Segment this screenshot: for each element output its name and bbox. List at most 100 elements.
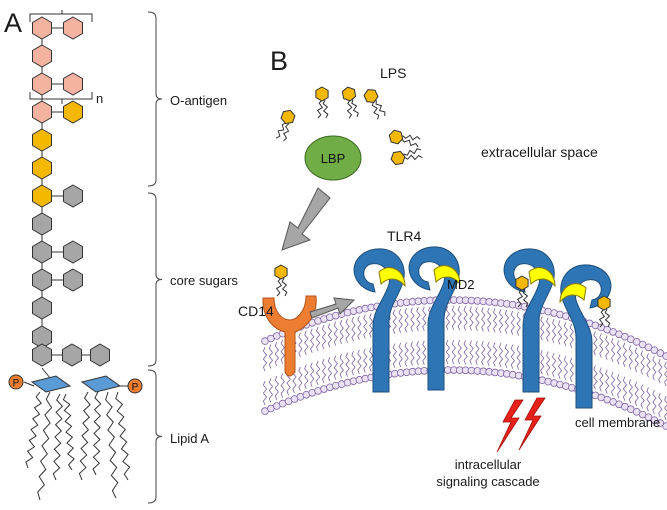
lps-headgroup xyxy=(274,264,288,280)
lps-molecule xyxy=(341,86,359,119)
lipid-tail xyxy=(321,358,327,384)
lipid-tail xyxy=(481,307,486,332)
lipid-tail xyxy=(510,344,515,369)
lipid-a-sugar-right xyxy=(80,375,122,393)
transfer-arrow xyxy=(281,187,331,251)
lipid-tail xyxy=(634,381,639,406)
lps-tail xyxy=(403,154,423,161)
signal-lightning xyxy=(496,399,524,453)
lipid-tail xyxy=(540,316,545,341)
sugar-hexagon xyxy=(63,100,83,124)
lipid-tail xyxy=(327,323,333,348)
sugar-hexagon xyxy=(63,16,83,40)
lipid-head xyxy=(662,352,667,360)
lipid-head xyxy=(662,422,667,430)
sugar-hexagon xyxy=(32,72,52,96)
lipid-tail xyxy=(599,367,604,392)
lipid-tail xyxy=(280,339,285,364)
lps-tail xyxy=(598,308,606,328)
lipid-tail xyxy=(404,342,409,367)
region-brace xyxy=(147,11,163,187)
region-brace xyxy=(147,369,163,504)
lipid-tail xyxy=(262,346,268,372)
panel-a-letter: A xyxy=(4,8,22,38)
lps-molecule xyxy=(363,89,386,120)
lipid-tail xyxy=(333,355,338,380)
lipid-tail xyxy=(404,308,409,333)
lipid-tail xyxy=(315,326,321,352)
lipid-tail xyxy=(298,366,303,392)
lipid-tail xyxy=(363,314,368,339)
lps-molecule xyxy=(275,109,296,142)
lps-molecule xyxy=(390,148,423,166)
tlr4-chain xyxy=(353,248,405,393)
lipid-tail xyxy=(357,349,362,375)
lipid-tail xyxy=(610,337,616,363)
lipid-tail xyxy=(516,311,521,336)
lipid-tail xyxy=(310,328,315,353)
lipid-tail xyxy=(569,323,574,348)
sugar-hexagon xyxy=(32,268,52,292)
lipid-tail xyxy=(622,376,628,401)
lipid-tail xyxy=(664,395,667,421)
lps-tail xyxy=(275,122,287,139)
lps-tail xyxy=(316,99,324,119)
lipid-tail xyxy=(557,354,563,379)
region-label-lipid-a: Lipid A xyxy=(170,431,209,446)
lipid-a-sugar-left xyxy=(30,375,72,393)
lipid-tail xyxy=(658,358,663,384)
lps-tail xyxy=(402,134,421,141)
lipid-tail xyxy=(475,306,480,332)
sugar-hexagon xyxy=(32,128,52,152)
lps-sugar-chain xyxy=(29,10,110,367)
phosphate-right xyxy=(127,378,143,394)
signal-lightning xyxy=(518,397,546,451)
lipid-tail xyxy=(504,309,510,335)
lipid-tail xyxy=(274,375,279,401)
lipid-tail xyxy=(605,335,610,360)
lipid-tail xyxy=(487,307,492,332)
lbp-protein xyxy=(304,135,362,181)
cell-membrane-bilayer xyxy=(261,296,667,430)
lipid-tail xyxy=(416,341,421,366)
lipid-tail xyxy=(268,344,274,369)
lipid-tail xyxy=(557,320,563,345)
lipid-tail xyxy=(540,350,545,375)
phosphate-bond xyxy=(23,381,35,387)
lipid-tail xyxy=(398,342,403,368)
lipid-head xyxy=(650,346,659,354)
acyl-chain xyxy=(52,393,64,481)
lipid-tail xyxy=(658,392,663,418)
sugar-hexagon xyxy=(32,156,52,180)
sugar-hexagon xyxy=(62,343,82,367)
lipid-tail xyxy=(463,340,468,365)
lipid-tail xyxy=(392,343,397,368)
panel-b-letter: B xyxy=(270,46,288,76)
lps-headgroup xyxy=(390,150,406,166)
lipid-tail xyxy=(487,341,492,366)
sugar-hexagon xyxy=(32,212,52,236)
lps-tail xyxy=(375,100,386,117)
binding-arrow xyxy=(309,297,356,319)
lipid-tail xyxy=(646,387,651,412)
lipid-tail xyxy=(504,343,510,369)
lipid-tail xyxy=(304,330,309,355)
lipid-tail xyxy=(492,342,498,367)
lipid-tail xyxy=(640,350,645,375)
lipid-tail xyxy=(563,355,569,381)
lipid-tail xyxy=(274,341,279,367)
lipid-tail xyxy=(469,340,474,365)
lipid-tail xyxy=(321,324,327,350)
lipid-tail xyxy=(345,318,350,343)
region-brace xyxy=(147,192,163,367)
lipid-head xyxy=(656,419,665,427)
lipid-tail xyxy=(652,389,657,415)
lipid-tail xyxy=(546,317,551,342)
lipid-tail xyxy=(445,305,451,331)
sugar-hexagon xyxy=(32,240,52,264)
lps-label: LPS xyxy=(380,65,406,81)
sugar-hexagon xyxy=(32,184,52,208)
lipid-tail xyxy=(551,352,557,378)
lipid-tail xyxy=(280,373,285,398)
